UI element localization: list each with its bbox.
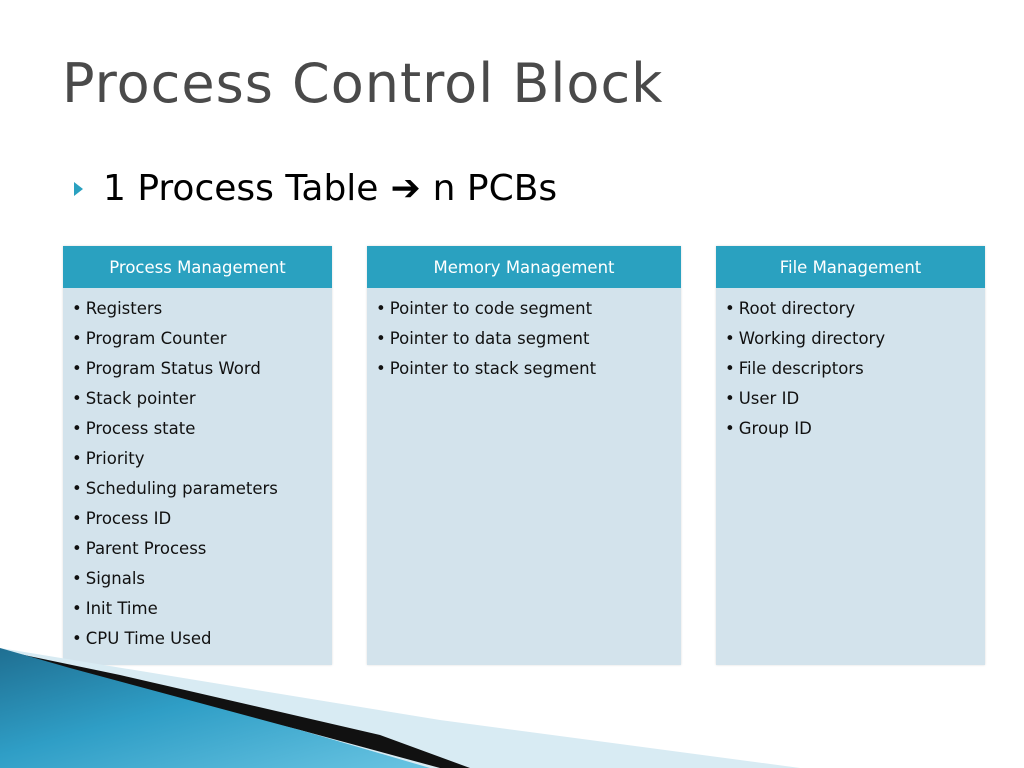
list-item: •Stack pointer <box>72 387 332 417</box>
list-item: •Group ID <box>725 417 985 447</box>
list-item: •Process ID <box>72 507 332 537</box>
bullet-dot-icon: • <box>72 509 82 528</box>
bullet-dot-icon: • <box>72 419 82 438</box>
swoosh-dark-band <box>0 650 470 768</box>
panel-item-list: •Root directory •Working directory •File… <box>716 288 985 447</box>
bullet-dot-icon: • <box>725 299 735 318</box>
list-item: •Root directory <box>725 297 985 327</box>
list-item: •Working directory <box>725 327 985 357</box>
list-item-text: Scheduling parameters <box>85 479 278 498</box>
bullet-dot-icon: • <box>376 329 386 348</box>
bullet-dot-icon: • <box>72 569 82 588</box>
panel-process-management: Process Management •Registers •Program C… <box>63 246 332 665</box>
bullet-dot-icon: • <box>72 359 82 378</box>
list-item-text: Root directory <box>738 299 856 318</box>
bullet-dot-icon: • <box>72 329 82 348</box>
bullet-dot-icon: • <box>72 299 82 318</box>
bullet-dot-icon: • <box>72 389 82 408</box>
bullet-dot-icon: • <box>376 299 386 318</box>
list-item-text: Stack pointer <box>85 389 196 408</box>
list-item-text: Pointer to data segment <box>389 329 590 348</box>
list-item: •Process state <box>72 417 332 447</box>
list-item-text: Process state <box>85 419 196 438</box>
list-item: •Pointer to data segment <box>376 327 681 357</box>
slide-title: Process Control Block <box>62 52 664 115</box>
bullet-dot-icon: • <box>72 539 82 558</box>
list-item-text: Signals <box>85 569 146 588</box>
list-item: •Parent Process <box>72 537 332 567</box>
bullet-dot-icon: • <box>725 359 735 378</box>
panel-header: Process Management <box>63 246 332 288</box>
list-item: •Pointer to stack segment <box>376 357 681 387</box>
list-item-text: Registers <box>85 299 163 318</box>
list-item: •Signals <box>72 567 332 597</box>
list-item-text: Parent Process <box>85 539 207 558</box>
right-arrow-icon: ➔ <box>390 168 421 209</box>
triangle-bullet-icon <box>74 181 83 196</box>
bullet-right-text: n PCBs <box>432 168 558 209</box>
list-item-text: Program Counter <box>85 329 227 348</box>
list-item-text: Pointer to code segment <box>389 299 593 318</box>
list-item: •File descriptors <box>725 357 985 387</box>
main-bullet: 1 Process Table ➔ n PCBs <box>74 168 557 209</box>
list-item-text: Process ID <box>85 509 172 528</box>
list-item-text: Priority <box>85 449 145 468</box>
list-item: •CPU Time Used <box>72 627 332 657</box>
panel-header: File Management <box>716 246 985 288</box>
list-item: •Program Counter <box>72 327 332 357</box>
bullet-dot-icon: • <box>72 479 82 498</box>
bullet-dot-icon: • <box>725 389 735 408</box>
swoosh-light-band <box>0 648 800 768</box>
list-item: •Scheduling parameters <box>72 477 332 507</box>
list-item: •Program Status Word <box>72 357 332 387</box>
bullet-dot-icon: • <box>376 359 386 378</box>
list-item: •User ID <box>725 387 985 417</box>
panel-item-list: •Pointer to code segment •Pointer to dat… <box>367 288 681 387</box>
list-item-text: Pointer to stack segment <box>389 359 597 378</box>
list-item: •Init Time <box>72 597 332 627</box>
panel-memory-management: Memory Management •Pointer to code segme… <box>367 246 681 665</box>
panel-file-management: File Management •Root directory •Working… <box>716 246 985 665</box>
list-item: •Priority <box>72 447 332 477</box>
list-item-text: Working directory <box>738 329 886 348</box>
bullet-dot-icon: • <box>72 599 82 618</box>
list-item-text: Program Status Word <box>85 359 261 378</box>
list-item: •Registers <box>72 297 332 327</box>
panel-header: Memory Management <box>367 246 681 288</box>
bullet-dot-icon: • <box>725 329 735 348</box>
list-item-text: User ID <box>738 389 800 408</box>
swoosh-blue-band <box>0 648 430 768</box>
panel-item-list: •Registers •Program Counter •Program Sta… <box>63 288 332 657</box>
list-item-text: CPU Time Used <box>85 629 212 648</box>
list-item: •Pointer to code segment <box>376 297 681 327</box>
bullet-dot-icon: • <box>72 629 82 648</box>
bullet-dot-icon: • <box>725 419 735 438</box>
list-item-text: Group ID <box>738 419 812 438</box>
list-item-text: Init Time <box>85 599 158 618</box>
bullet-dot-icon: • <box>72 449 82 468</box>
list-item-text: File descriptors <box>738 359 864 378</box>
bullet-left-text: 1 Process Table <box>103 168 379 209</box>
